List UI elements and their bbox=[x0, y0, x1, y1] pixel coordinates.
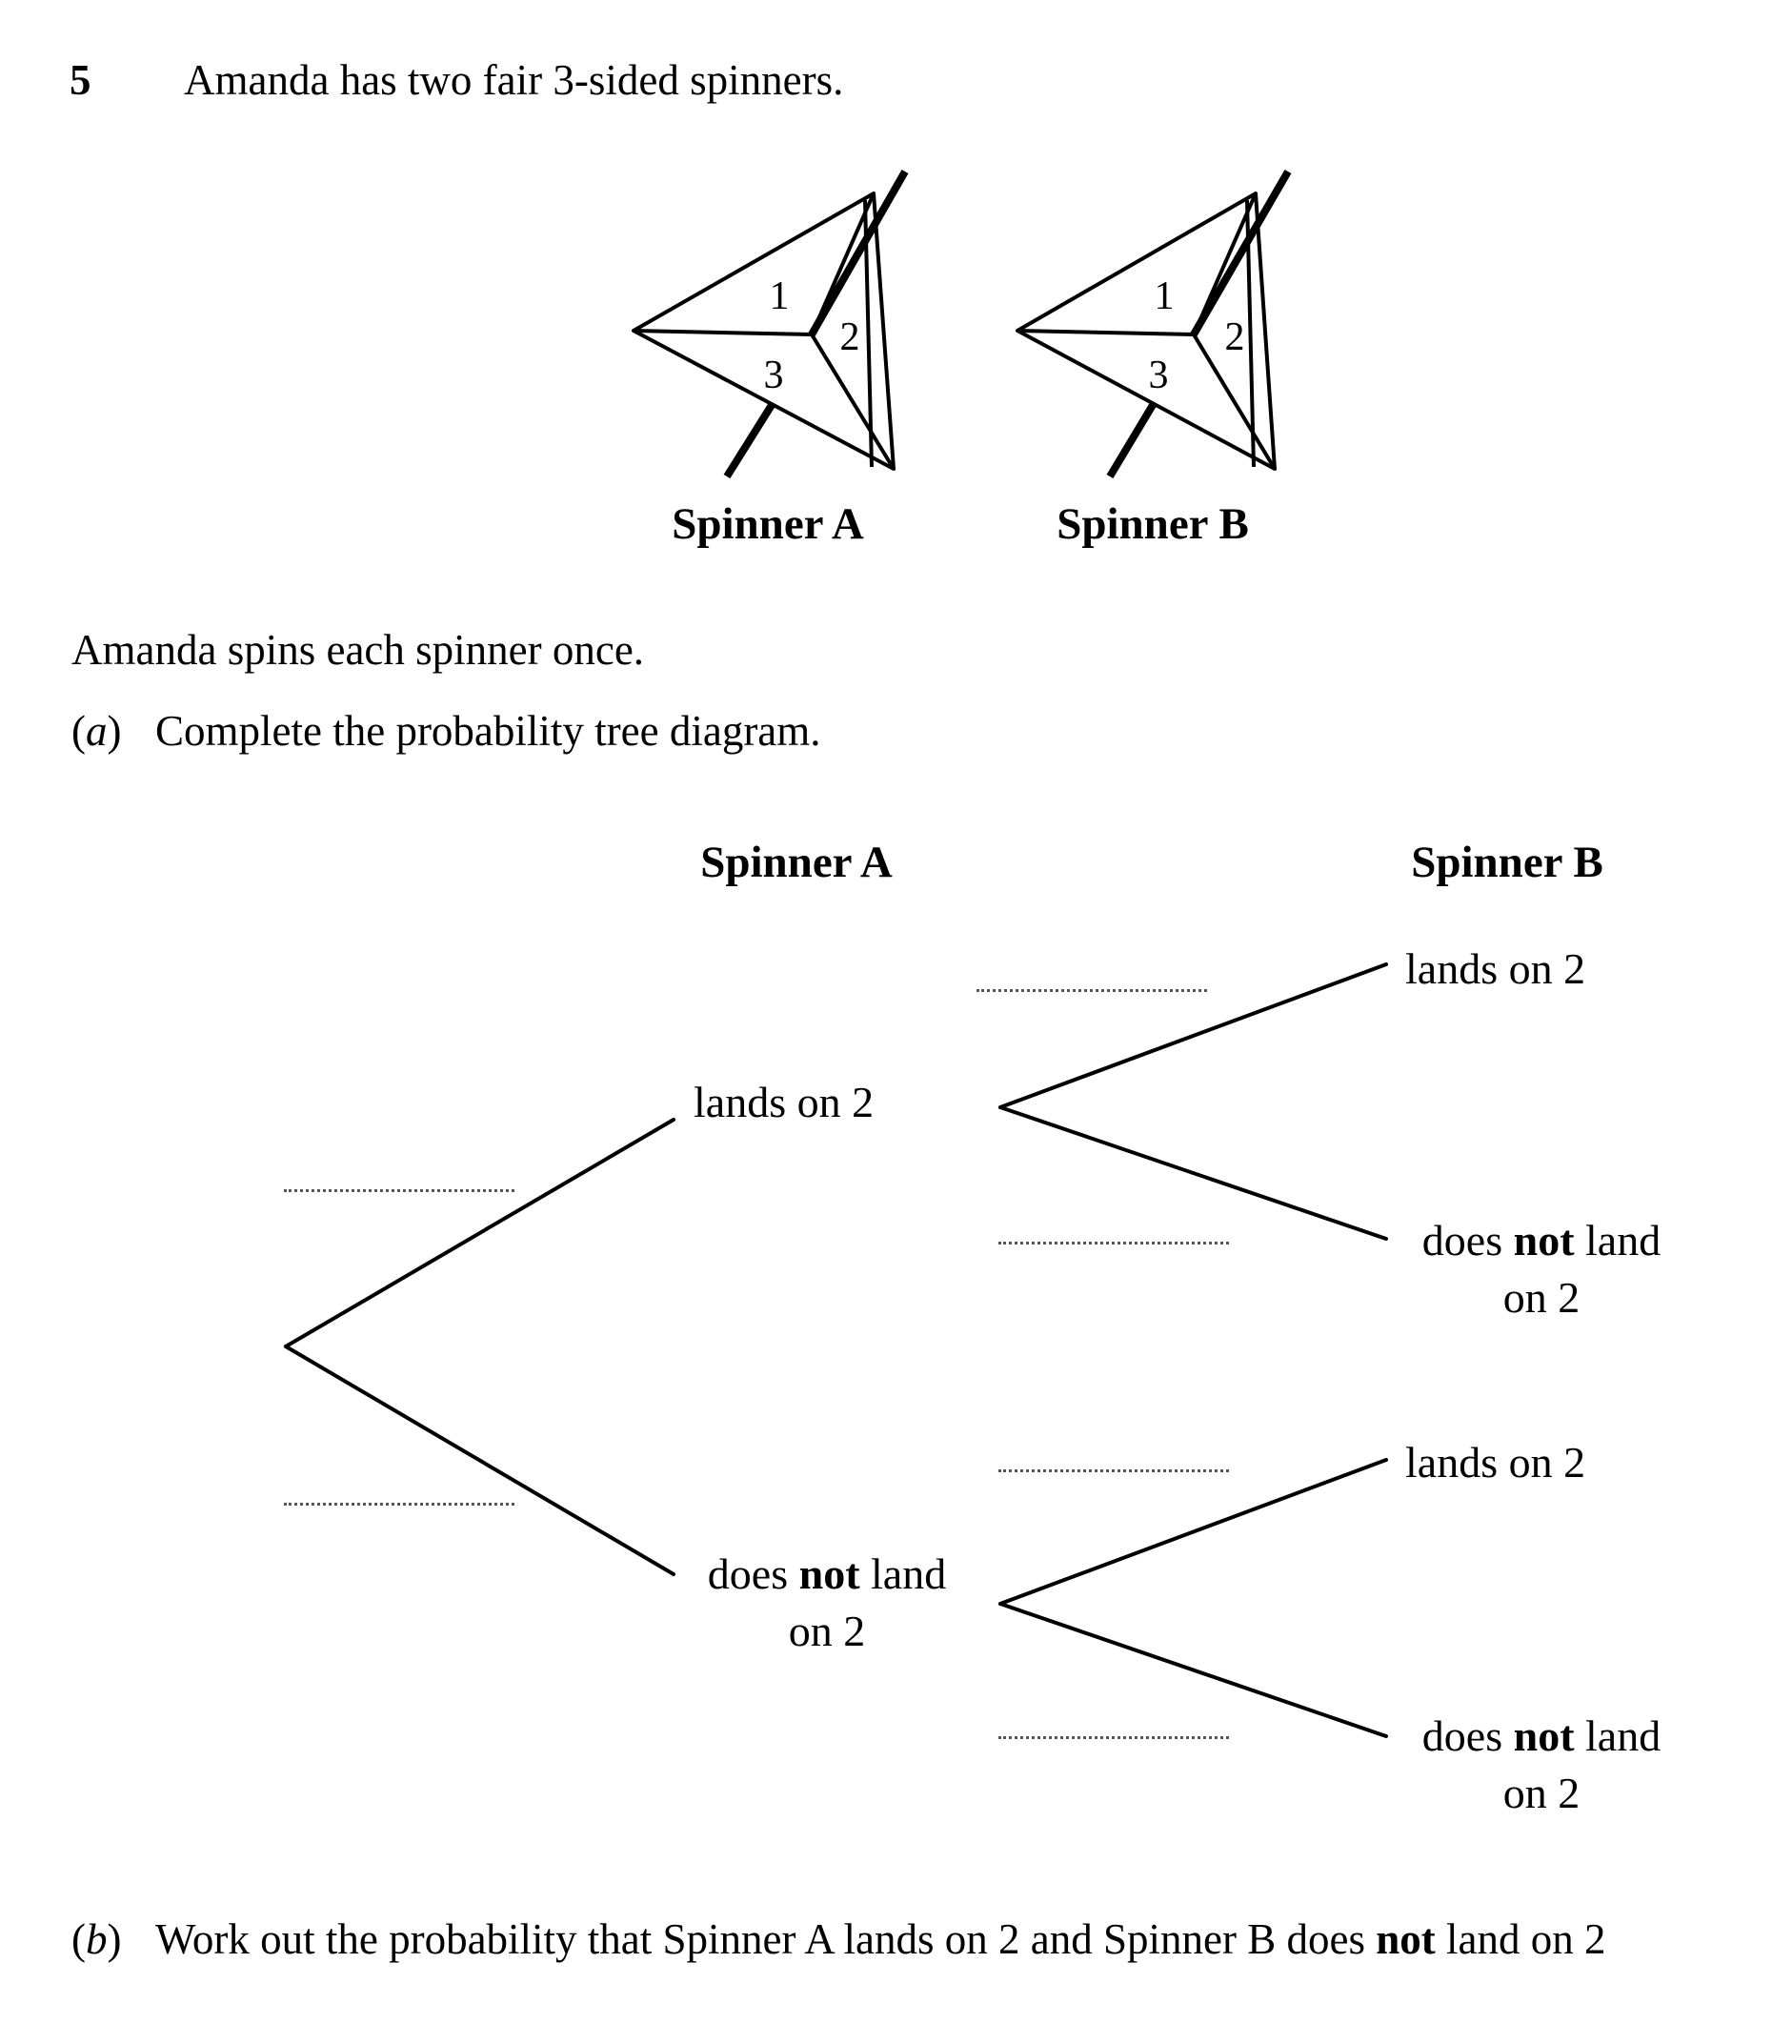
tree-ab-lands-on-2: lands on 2 bbox=[1405, 941, 1585, 998]
part-b-letter: b bbox=[86, 1915, 108, 1963]
part-b-text-post: land on 2 bbox=[1435, 1915, 1606, 1963]
label-pre: does bbox=[1421, 1216, 1514, 1265]
spinner-a-drawing bbox=[632, 170, 909, 479]
label-line-2: on 2 bbox=[1502, 1273, 1581, 1322]
answer-blank-a-top[interactable] bbox=[284, 1189, 514, 1192]
part-b-line: (b) bbox=[71, 1915, 122, 1963]
question-intro: Amanda has two fair 3-sided spinners. bbox=[184, 56, 844, 104]
spinner-b-section-2: 2 bbox=[1224, 315, 1245, 359]
part-b-text: Work out the probability that Spinner A … bbox=[155, 1918, 1606, 1961]
label-bold: not bbox=[1513, 1711, 1575, 1760]
tree-branches bbox=[284, 962, 1388, 1738]
label-text: lands on 2 bbox=[1405, 944, 1586, 993]
label-line-1: does not land bbox=[1422, 1212, 1661, 1269]
spinner-a-section-1: 1 bbox=[769, 274, 790, 318]
label-bold: not bbox=[1513, 1216, 1575, 1265]
answer-blank-b1-top[interactable] bbox=[977, 989, 1207, 992]
label-post: land bbox=[859, 1549, 947, 1598]
tree-header-spinner-a: Spinner A bbox=[700, 838, 893, 887]
tree-a-does-not-land-on-2: does not land on 2 bbox=[708, 1546, 946, 1660]
label-pre: does bbox=[1421, 1711, 1514, 1760]
label-line-1: does not land bbox=[708, 1546, 946, 1603]
tree-nb-does-not-land-on-2: does not land on 2 bbox=[1422, 1708, 1661, 1822]
label-pre: does bbox=[707, 1549, 799, 1598]
part-a-letter: a bbox=[86, 707, 108, 755]
answer-blank-a-bottom[interactable] bbox=[284, 1503, 514, 1506]
label-text: lands on 2 bbox=[694, 1078, 875, 1126]
label-line-2: on 2 bbox=[788, 1607, 866, 1655]
part-b-text-bold: not bbox=[1376, 1915, 1436, 1963]
label-line-2: on 2 bbox=[1502, 1769, 1581, 1817]
answer-blank-b2-bottom[interactable] bbox=[998, 1736, 1229, 1739]
part-a-line: (a) bbox=[71, 707, 122, 755]
spinner-a-caption: Spinner A bbox=[672, 499, 864, 549]
tree-header-spinner-b: Spinner B bbox=[1411, 838, 1603, 887]
label-line-1: does not land bbox=[1422, 1708, 1661, 1765]
spinner-b-section-3: 3 bbox=[1148, 354, 1169, 397]
question-number: 5 bbox=[70, 56, 91, 104]
answer-blank-b1-bottom[interactable] bbox=[998, 1242, 1229, 1245]
label-post: land bbox=[1574, 1216, 1661, 1265]
part-a-text: Complete the probability tree diagram. bbox=[155, 707, 821, 755]
tree-ab-does-not-land-on-2: does not land on 2 bbox=[1422, 1212, 1661, 1326]
label-text: lands on 2 bbox=[1405, 1438, 1586, 1487]
label-post: land bbox=[1574, 1711, 1661, 1760]
spinner-b-section-1: 1 bbox=[1154, 274, 1175, 318]
spinner-a-section-2: 2 bbox=[839, 315, 860, 359]
answer-blank-b2-top[interactable] bbox=[998, 1469, 1229, 1472]
tree-nb-lands-on-2: lands on 2 bbox=[1405, 1434, 1585, 1491]
label-bold: not bbox=[798, 1549, 860, 1598]
spinner-a-section-3: 3 bbox=[763, 354, 784, 397]
spinner-b-caption: Spinner B bbox=[1057, 499, 1249, 549]
part-b-text-pre: Work out the probability that Spinner A … bbox=[155, 1915, 1377, 1963]
tree-a-lands-on-2: lands on 2 bbox=[694, 1074, 874, 1131]
spinner-b-drawing bbox=[1016, 169, 1292, 479]
statement-text: Amanda spins each spinner once. bbox=[71, 626, 645, 674]
